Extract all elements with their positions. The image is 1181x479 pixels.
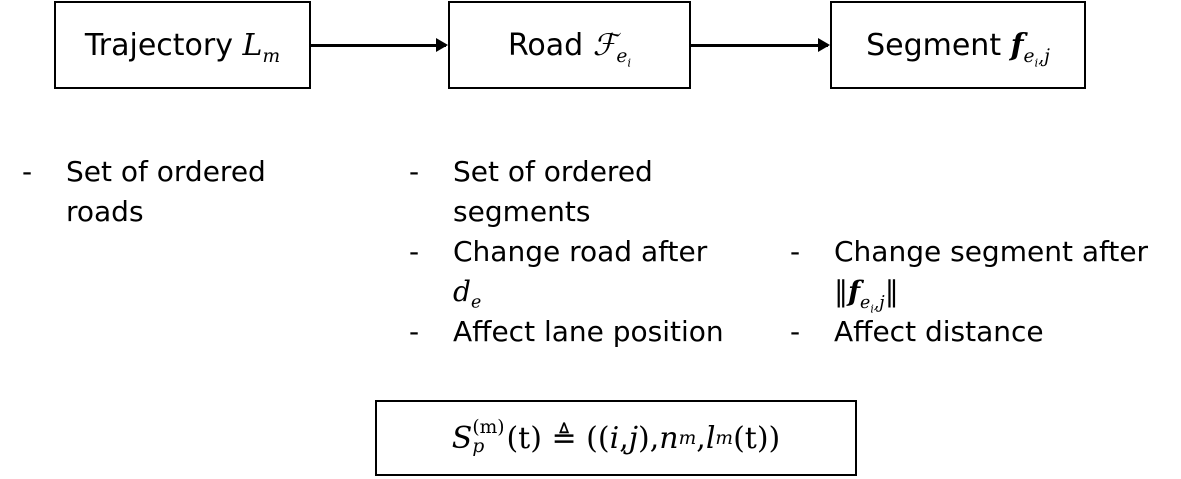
list-item: - Affect lane position	[409, 315, 724, 348]
road-symbol: ℱei	[592, 27, 632, 70]
segment-label: Segment	[866, 27, 1002, 63]
arrow-road-to-segment	[691, 38, 830, 52]
road-box: Road ℱei	[448, 1, 691, 89]
trajectory-box: Trajectory Lm	[54, 1, 311, 89]
trajectory-label: Trajectory	[84, 27, 233, 63]
segment-bullets: - Change segment after ‖fei,j‖ - Affect …	[790, 232, 1181, 352]
list-item: - Set of ordered segments	[409, 155, 653, 228]
trajectory-bullets: - Set of ordered roads	[22, 152, 282, 232]
segment-symbol: fei,j	[1010, 27, 1050, 70]
road-distance-symbol: de	[453, 275, 482, 313]
list-item: - Affect distance	[790, 315, 1044, 348]
segment-box: Segment fei,j	[830, 1, 1086, 89]
segment-norm-symbol: ‖fei,j‖	[834, 275, 899, 316]
arrow-trajectory-to-road	[311, 38, 448, 52]
list-item: - Change segment after ‖fei,j‖	[790, 235, 1149, 316]
road-bullets: - Set of ordered segments - Change road …	[409, 152, 759, 352]
road-label: Road	[507, 27, 584, 63]
trajectory-symbol: Lm	[242, 27, 281, 67]
formula-scripts: (m) p	[472, 417, 505, 457]
list-item: - Change road after de	[409, 235, 708, 313]
list-item: - Set of ordered roads	[22, 155, 266, 228]
